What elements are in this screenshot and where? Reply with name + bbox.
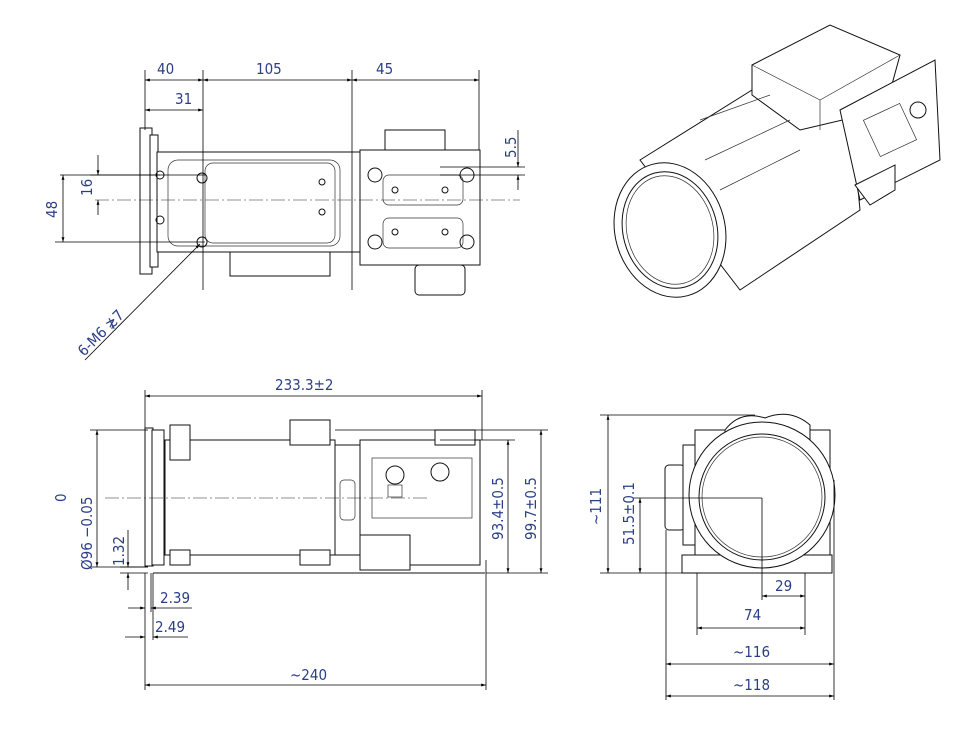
dim-total: ~240 <box>290 666 327 684</box>
dim-diameter: Ø96 −0.05 <box>78 497 96 570</box>
dim-length: 233.3±2 <box>275 376 334 394</box>
side-view: 233.3±2 0 Ø96 −0.05 1.32 2.39 2.49 ~240 … <box>52 376 548 690</box>
dim-29: 29 <box>775 577 792 595</box>
hole-note: 6-M6 ≵7 <box>74 306 128 360</box>
dim-2-39: 2.39 <box>160 589 190 607</box>
front-view: ~111 51.5±0.1 29 74 ~116 ~118 <box>587 413 836 700</box>
dim-45: 45 <box>376 60 393 78</box>
dim-116: ~116 <box>733 643 770 661</box>
dim-2-49: 2.49 <box>155 618 185 636</box>
dim-diameter-tol-upper: 0 <box>52 493 70 502</box>
mounting-holes <box>155 167 475 250</box>
dim-axis: 51.5±0.1 <box>620 482 638 545</box>
dim-height: ~111 <box>587 488 605 525</box>
dim-118: ~118 <box>733 676 770 694</box>
isometric-view <box>613 24 941 298</box>
dim-1-32: 1.32 <box>110 536 128 566</box>
top-view: 40 105 45 31 5.5 16 48 6-M6 ≵7 <box>43 60 525 361</box>
dim-105: 105 <box>256 60 282 78</box>
dim-31: 31 <box>175 90 192 108</box>
dim-93-4: 93.4±0.5 <box>489 477 507 540</box>
dim-40: 40 <box>157 60 174 78</box>
dim-74: 74 <box>744 606 761 624</box>
dim-5-5: 5.5 <box>502 137 520 158</box>
dim-48: 48 <box>43 201 61 218</box>
dim-16: 16 <box>78 179 96 196</box>
dim-99-7: 99.7±0.5 <box>522 477 540 540</box>
